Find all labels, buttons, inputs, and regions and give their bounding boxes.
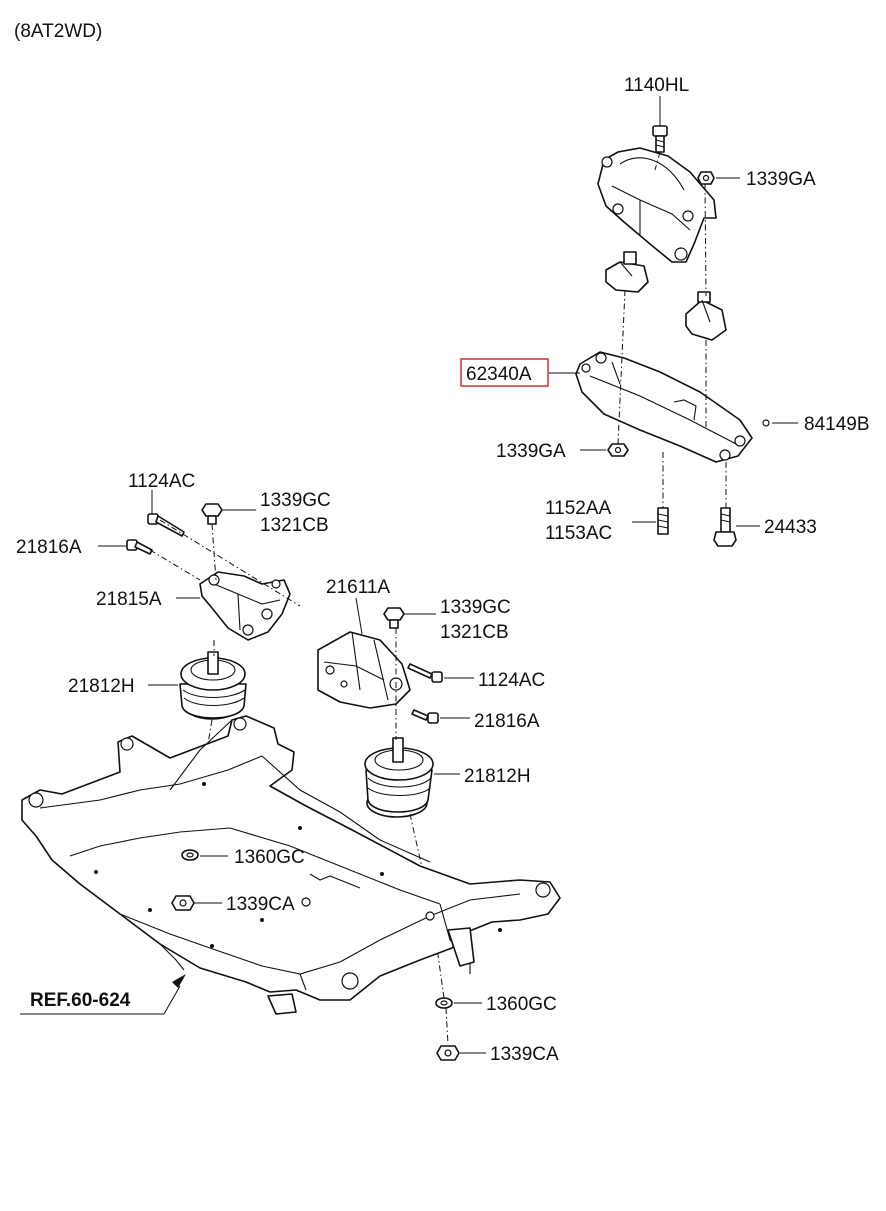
part-labels: 1140HL 1339GA 62340A 84149B 1339GA 1152A…: [16, 75, 870, 1065]
label-1339gc-left[interactable]: 1339GC: [260, 490, 331, 511]
variant-title: (8AT2WD): [14, 21, 102, 42]
label-1339ca-left[interactable]: 1339CA: [226, 894, 295, 915]
label-ref-60-624[interactable]: REF.60-624: [30, 990, 131, 1011]
label-21812h-right[interactable]: 21812H: [464, 766, 531, 787]
nut-1339ca-left-icon[interactable]: [171, 895, 195, 911]
label-1152aa[interactable]: 1152AA: [545, 498, 612, 519]
transmission-mount-member[interactable]: [575, 351, 753, 463]
bolt-1124ac-right-icon[interactable]: [407, 663, 443, 683]
label-21815a[interactable]: 21815A: [96, 589, 162, 610]
nut-1339ga-mid-icon[interactable]: [607, 443, 629, 457]
bolt-24433-icon[interactable]: [713, 507, 737, 547]
leader-lines: [98, 96, 798, 1054]
label-1153ac[interactable]: 1153AC: [545, 523, 612, 544]
label-1360gc-right[interactable]: 1360GC: [486, 994, 557, 1015]
washer-1360gc-right-icon[interactable]: [435, 997, 453, 1009]
label-24433[interactable]: 24433: [764, 517, 817, 538]
label-62340a[interactable]: 62340A: [466, 364, 532, 385]
label-1339ga-mid[interactable]: 1339GA: [496, 441, 566, 462]
upper-mount-bracket[interactable]: [597, 147, 717, 263]
label-1339ga-top[interactable]: 1339GA: [746, 169, 816, 190]
bolt-1140hl-icon[interactable]: [652, 125, 668, 153]
label-21611a[interactable]: 21611A: [326, 577, 390, 598]
label-1124ac-left[interactable]: 1124AC: [128, 471, 195, 492]
engine-mount-insulator-left[interactable]: [179, 651, 247, 720]
bolt-21816a-left-icon[interactable]: [126, 539, 153, 555]
washer-1360gc-left-icon[interactable]: [181, 849, 199, 861]
highlight-box-62340a: [460, 358, 549, 387]
subframe-crossmember: [21, 715, 561, 1015]
clip-84149b-icon[interactable]: [762, 419, 770, 427]
label-1339gc-right[interactable]: 1339GC: [440, 597, 511, 618]
label-21812h-left[interactable]: 21812H: [68, 676, 135, 697]
transmission-mount-group: [575, 125, 770, 547]
nut-1339gc-right-icon[interactable]: [383, 607, 405, 629]
ref-arrow-icon: [20, 974, 186, 1015]
label-1124ac-right[interactable]: 1124AC: [478, 670, 545, 691]
nut-1339gc-left-icon[interactable]: [201, 503, 223, 525]
mount-bracket-21611a[interactable]: [317, 631, 411, 709]
bolt-21816a-right-icon[interactable]: [411, 709, 439, 724]
stopper-right[interactable]: [685, 291, 727, 341]
engine-mount-insulator-right[interactable]: [364, 737, 434, 818]
label-84149b[interactable]: 84149B: [804, 414, 870, 435]
label-1321cb-right[interactable]: 1321CB: [440, 622, 509, 643]
nut-1339ca-right-icon[interactable]: [436, 1045, 460, 1061]
label-1140hl[interactable]: 1140HL: [624, 75, 689, 96]
bolt-1124ac-left-icon[interactable]: [147, 513, 185, 537]
stopper-left[interactable]: [605, 251, 649, 293]
label-1360gc-left[interactable]: 1360GC: [234, 847, 305, 868]
label-1321cb-left[interactable]: 1321CB: [260, 515, 329, 536]
label-21816a-right[interactable]: 21816A: [474, 711, 540, 732]
nut-1339ga-top-icon[interactable]: [697, 171, 715, 185]
left-engine-mount-group: [126, 503, 301, 897]
right-engine-mount-group: [317, 607, 449, 1045]
label-1339ca-right[interactable]: 1339CA: [490, 1044, 559, 1065]
label-21816a-left[interactable]: 21816A: [16, 537, 82, 558]
stud-1152aa-icon[interactable]: [657, 507, 669, 535]
mount-bracket-21815a[interactable]: [199, 571, 291, 641]
